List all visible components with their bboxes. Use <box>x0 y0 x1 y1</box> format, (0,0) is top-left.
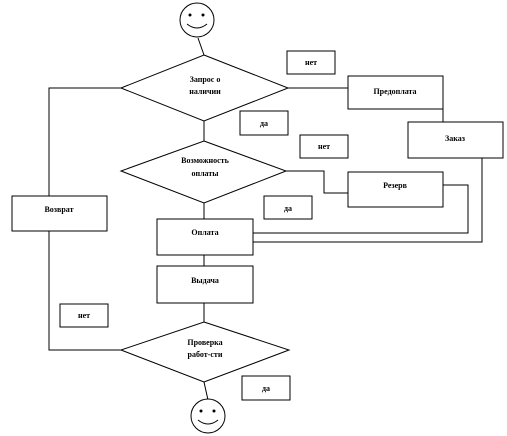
process-order-label: Заказ <box>445 134 466 143</box>
connectors <box>48 37 483 401</box>
label-yes-payment: да <box>284 204 292 213</box>
connector-check-to-end <box>203 381 209 401</box>
process-issue-label: Выдача <box>191 276 219 285</box>
decision-query-line2: наличии <box>189 87 221 96</box>
process-prepay-label: Предоплата <box>373 87 416 96</box>
label-no-query: нет <box>305 58 317 67</box>
process-return-label: Возврат <box>44 205 73 214</box>
connector-reserve-to-payment <box>253 184 469 234</box>
connector-query-to-return <box>48 87 121 196</box>
process-order: Заказ <box>407 121 504 159</box>
process-return: Возврат <box>11 195 108 232</box>
decision-check: Проверка работ-сти <box>119 321 291 383</box>
end-terminator <box>190 398 226 434</box>
label-yes-check: да <box>262 384 270 393</box>
start-terminator <box>179 2 215 38</box>
smiley-face-icon <box>179 2 215 38</box>
connector-payment-possible-to-reserve <box>286 170 348 194</box>
process-reserve-label: Резерв <box>383 181 408 190</box>
decision-check-line1: Проверка <box>187 338 222 347</box>
label-yes-query-box: да <box>239 110 289 136</box>
connector-order-to-payment <box>253 158 483 243</box>
process-payment-label: Оплата <box>191 228 218 237</box>
label-yes-payment-box: да <box>263 195 313 220</box>
decision-payment-possible-line2: оплаты <box>191 169 219 178</box>
label-no-payment: нет <box>318 142 330 151</box>
process-issue: Выдача <box>156 265 254 304</box>
decision-query: Запрос о наличии <box>119 54 290 122</box>
process-reserve: Резерв <box>347 171 444 208</box>
label-no-query-box: нет <box>286 50 336 75</box>
decision-query-line1: Запрос о <box>190 75 221 84</box>
decision-check-line2: работ-сти <box>188 350 223 359</box>
connector-start-to-query <box>197 37 205 56</box>
decision-payment-possible-line1: Возможность <box>181 156 229 165</box>
smiley-face-icon <box>190 398 226 434</box>
label-no-check-box: нет <box>59 303 109 328</box>
process-payment: Оплата <box>156 218 254 256</box>
connector-return-to-check <box>48 230 121 351</box>
decision-payment-possible: Возможность оплаты <box>119 140 288 204</box>
label-yes-check-box: да <box>241 375 291 401</box>
label-no-check: нет <box>78 311 90 320</box>
process-prepay: Предоплата <box>347 75 444 110</box>
label-yes-query: да <box>260 119 268 128</box>
label-no-payment-box: нет <box>299 134 349 159</box>
